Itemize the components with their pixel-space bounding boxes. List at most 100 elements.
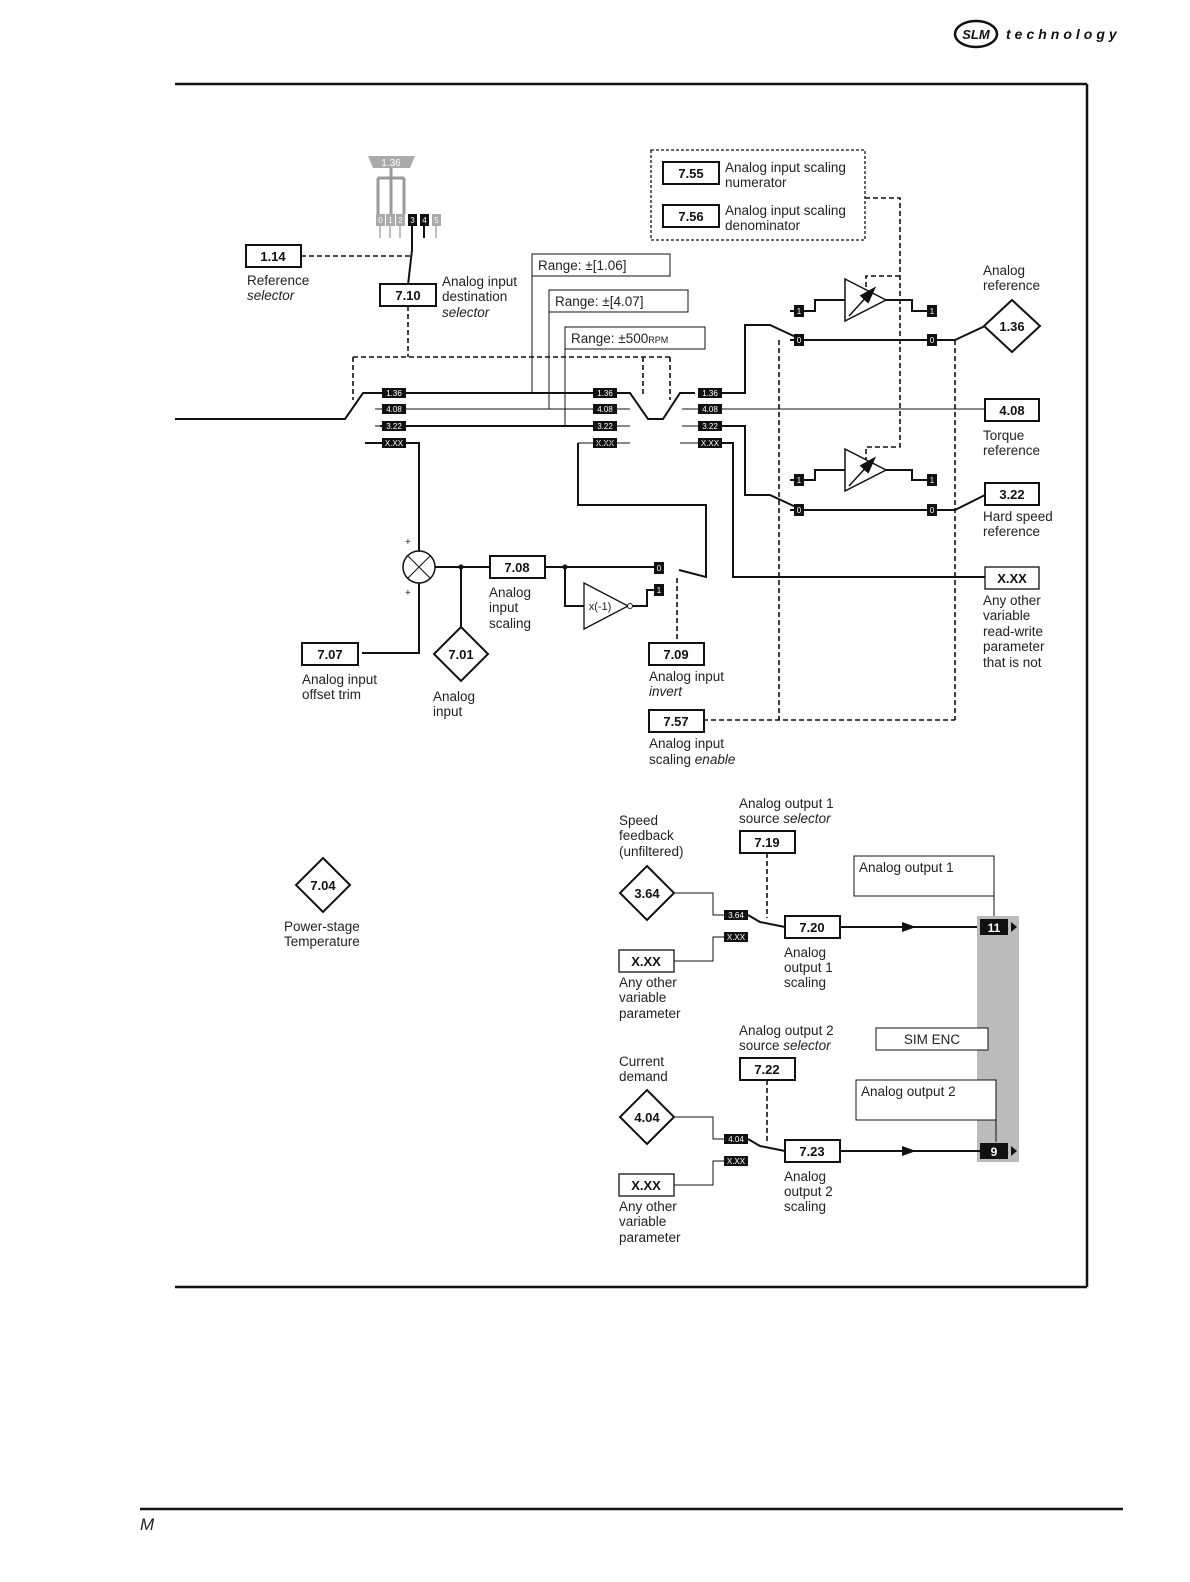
analog-output-1-section: Analog output 1 source selector 7.19 Spe… xyxy=(618,796,995,1021)
svg-text:Any other: Any other xyxy=(983,593,1041,608)
svg-text:0: 0 xyxy=(657,564,662,573)
svg-text:demand: demand xyxy=(619,1069,668,1084)
svg-text:1.36: 1.36 xyxy=(597,389,613,398)
svg-text:11: 11 xyxy=(988,921,1001,935)
svg-text:source selector: source selector xyxy=(739,1038,831,1053)
svg-text:scaling: scaling xyxy=(784,975,826,990)
svg-text:Analog: Analog xyxy=(489,585,531,600)
summing-junction: + + xyxy=(362,443,490,654)
svg-text:offset trim: offset trim xyxy=(302,687,361,702)
out-torque: 4.08 Torque reference xyxy=(983,398,1040,458)
svg-text:Temperature: Temperature xyxy=(284,934,360,949)
switch-hard-speed: 1 0 1 0 xyxy=(790,447,986,516)
svg-text:X.XX: X.XX xyxy=(631,1178,661,1193)
footer-mark: M xyxy=(140,1515,155,1534)
svg-text:Analog output 1: Analog output 1 xyxy=(859,860,954,875)
terminal-9: 9 xyxy=(980,1143,1017,1159)
svg-text:0: 0 xyxy=(930,336,935,345)
svg-text:1.36: 1.36 xyxy=(381,158,401,169)
svg-text:3.22: 3.22 xyxy=(999,487,1024,502)
svg-text:4.08: 4.08 xyxy=(386,405,402,414)
svg-text:variable: variable xyxy=(619,990,666,1005)
svg-text:X.XX: X.XX xyxy=(727,1157,746,1166)
svg-text:reference: reference xyxy=(983,443,1040,458)
svg-text:that is not: that is not xyxy=(983,655,1042,670)
svg-text:selector: selector xyxy=(247,288,295,303)
svg-text:1.36: 1.36 xyxy=(702,389,718,398)
svg-text:7.22: 7.22 xyxy=(754,1062,779,1077)
svg-text:Analog: Analog xyxy=(784,945,826,960)
svg-text:+: + xyxy=(405,588,411,599)
svg-text:parameter: parameter xyxy=(983,639,1045,654)
out-analog-reference: Analog reference 1.36 xyxy=(982,263,1042,354)
svg-text:7.01: 7.01 xyxy=(448,647,473,662)
svg-text:Analog: Analog xyxy=(784,1169,826,1184)
svg-text:2: 2 xyxy=(398,216,403,225)
svg-text:(unfiltered): (unfiltered) xyxy=(619,844,684,859)
svg-text:Analog: Analog xyxy=(983,263,1025,278)
svg-text:Torque: Torque xyxy=(983,428,1024,443)
param-7-09: 7.09 Analog input invert xyxy=(648,642,724,699)
bus-tags-middle: 1.36 4.08 3.22 X.XX xyxy=(593,388,617,448)
svg-text:Analog input scaling: Analog input scaling xyxy=(725,160,846,175)
svg-text:1.36: 1.36 xyxy=(386,389,402,398)
range-boxes: Range: ±[1.06] Range: ±[4.07] Range: ±50… xyxy=(531,253,706,426)
bus-tags-right: 1.36 4.08 3.22 X.XX xyxy=(698,388,722,448)
svg-text:1.36: 1.36 xyxy=(999,319,1024,334)
param-7-57: 7.57 Analog input scaling enable xyxy=(648,709,735,767)
param-1-14: 1.14 Reference selector xyxy=(245,244,309,303)
svg-text:variable: variable xyxy=(619,1214,666,1229)
svg-text:7.55: 7.55 xyxy=(678,166,703,181)
logo-word: technology xyxy=(1006,26,1121,42)
selector-1-36: 1.36 0 1 2 3 4 5 xyxy=(368,156,441,286)
selector-positions: 0 1 2 3 4 5 xyxy=(376,214,441,226)
svg-text:SIM ENC: SIM ENC xyxy=(904,1032,961,1047)
svg-text:1: 1 xyxy=(930,307,935,316)
svg-text:1: 1 xyxy=(930,476,935,485)
logo-mark: SLM xyxy=(962,27,991,42)
svg-text:Reference: Reference xyxy=(247,273,309,288)
param-7-04: 7.04 Power-stage Temperature xyxy=(284,856,360,949)
svg-text:7.57: 7.57 xyxy=(663,714,688,729)
svg-text:Analog input scaling: Analog input scaling xyxy=(725,203,846,218)
svg-text:1.14: 1.14 xyxy=(260,249,286,264)
svg-text:7.07: 7.07 xyxy=(317,647,342,662)
diagram-frame xyxy=(175,82,1089,1289)
svg-text:reference: reference xyxy=(983,278,1040,293)
svg-text:Speed: Speed xyxy=(619,813,658,828)
svg-text:Analog output 2: Analog output 2 xyxy=(861,1084,956,1099)
svg-text:0: 0 xyxy=(930,506,935,515)
svg-text:Hard speed: Hard speed xyxy=(983,509,1053,524)
sim-enc-label: SIM ENC xyxy=(875,1027,989,1051)
svg-text:variable: variable xyxy=(983,608,1030,623)
svg-text:invert: invert xyxy=(649,684,683,699)
svg-text:x(-1): x(-1) xyxy=(589,601,612,613)
svg-text:X.XX: X.XX xyxy=(631,954,661,969)
svg-text:input: input xyxy=(433,704,463,719)
svg-text:scaling: scaling xyxy=(489,616,531,631)
svg-text:3.64: 3.64 xyxy=(728,911,744,920)
bus-tags-left: 1.36 4.08 3.22 X.XX xyxy=(382,388,406,448)
terminal-11: 11 xyxy=(980,919,1017,935)
slm-logo: SLM technology xyxy=(953,19,1121,49)
svg-text:output 1: output 1 xyxy=(784,960,833,975)
svg-text:7.09: 7.09 xyxy=(663,647,688,662)
svg-text:Any other: Any other xyxy=(619,975,677,990)
svg-text:7.08: 7.08 xyxy=(504,560,529,575)
svg-text:3: 3 xyxy=(410,216,415,225)
svg-text:7.56: 7.56 xyxy=(678,209,703,224)
svg-text:3.64: 3.64 xyxy=(634,886,660,901)
svg-text:feedback: feedback xyxy=(619,828,674,843)
svg-text:4.04: 4.04 xyxy=(728,1135,744,1144)
svg-text:1: 1 xyxy=(797,476,802,485)
svg-text:destination: destination xyxy=(442,289,507,304)
svg-text:Analog input: Analog input xyxy=(649,669,724,684)
svg-text:1: 1 xyxy=(797,307,802,316)
svg-text:denominator: denominator xyxy=(725,218,801,233)
svg-text:3.22: 3.22 xyxy=(597,422,613,431)
svg-text:7.19: 7.19 xyxy=(754,835,779,850)
svg-text:X.XX: X.XX xyxy=(997,571,1027,586)
out-any-other: X.XX Any other variable read-write param… xyxy=(983,566,1045,670)
svg-text:3.22: 3.22 xyxy=(386,422,402,431)
svg-text:4.08: 4.08 xyxy=(597,405,613,414)
